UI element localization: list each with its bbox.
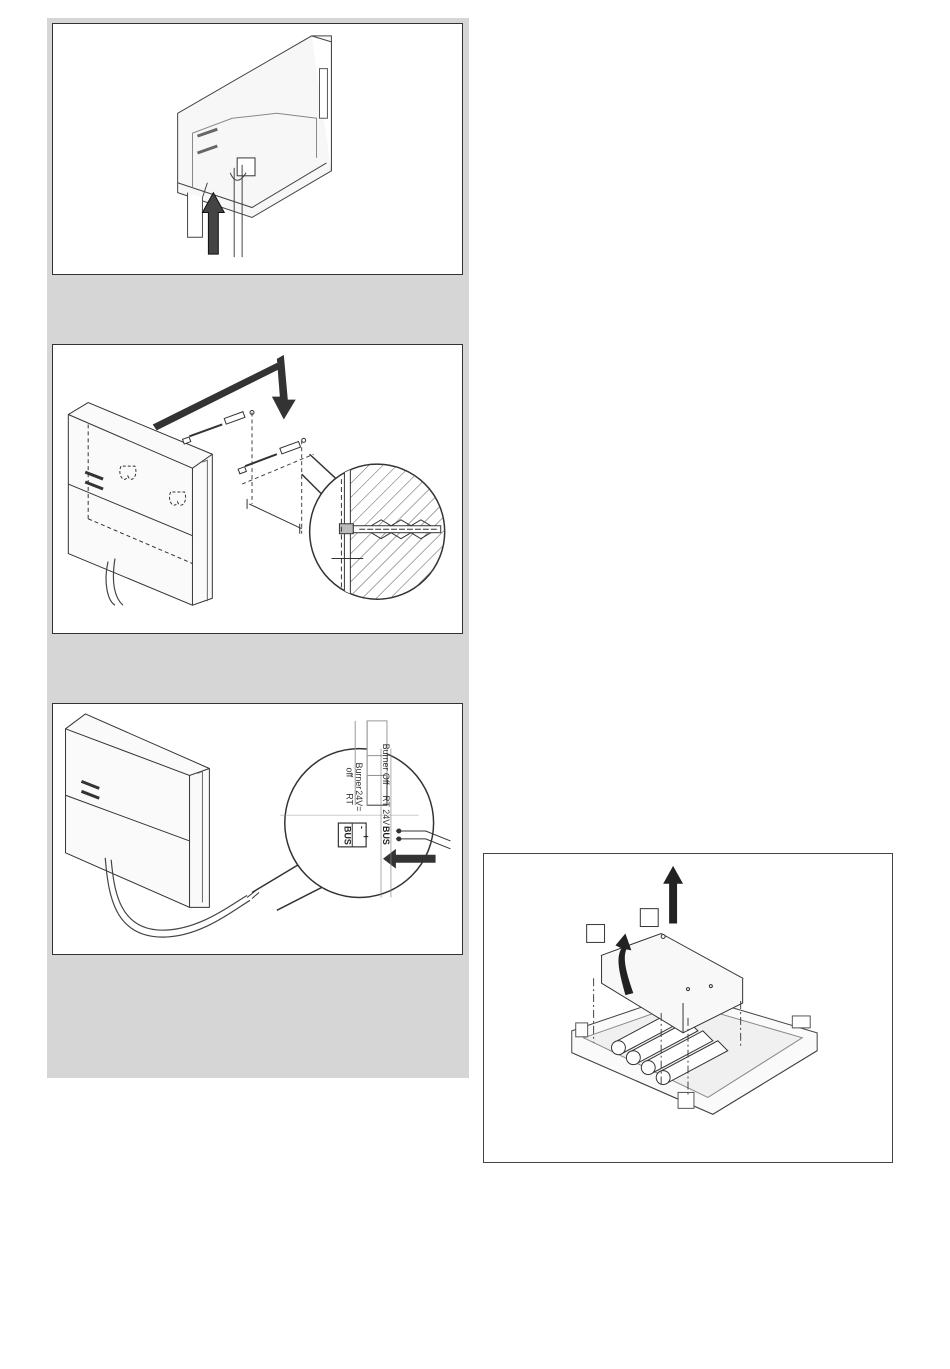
figure-wall-mounting (52, 344, 463, 634)
label-off: off (344, 767, 354, 777)
callout-box-2 (640, 909, 658, 927)
label-rt: RT (344, 793, 354, 805)
screw-lower (238, 438, 306, 473)
label-rt24v: RT 24V (381, 795, 391, 825)
bus-wiring-illustration: Burner Off RT 24V BUS Burner off 24V= RT… (53, 704, 462, 954)
cable-insertion-illustration (53, 24, 462, 274)
terminal-detail-circle: Burner Off RT 24V BUS Burner off 24V= RT… (280, 721, 451, 898)
label-burner: Burner (354, 763, 364, 790)
figure-cable-insertion (52, 23, 463, 275)
figure-battery-removal (483, 853, 893, 1163)
label-plus: + (361, 834, 371, 839)
label-bus-top: BUS (381, 826, 391, 845)
battery-removal-illustration (484, 854, 892, 1162)
dowel-detail-circle (310, 454, 457, 613)
device-back-housing (178, 36, 332, 237)
label-bus-box: BUS (342, 826, 352, 845)
wall-mounting-illustration (53, 345, 462, 633)
figure-bus-wiring: Burner Off RT 24V BUS Burner off 24V= RT… (52, 703, 463, 955)
device-front (68, 403, 212, 606)
lift-up-arrow (663, 866, 683, 924)
label-burner-off: Burner Off (381, 744, 391, 785)
label-24v: 24V= (354, 790, 364, 811)
label-minus: - (357, 826, 367, 829)
screw-upper (183, 411, 255, 444)
device-front (66, 714, 210, 907)
callout-box-1 (587, 925, 605, 943)
